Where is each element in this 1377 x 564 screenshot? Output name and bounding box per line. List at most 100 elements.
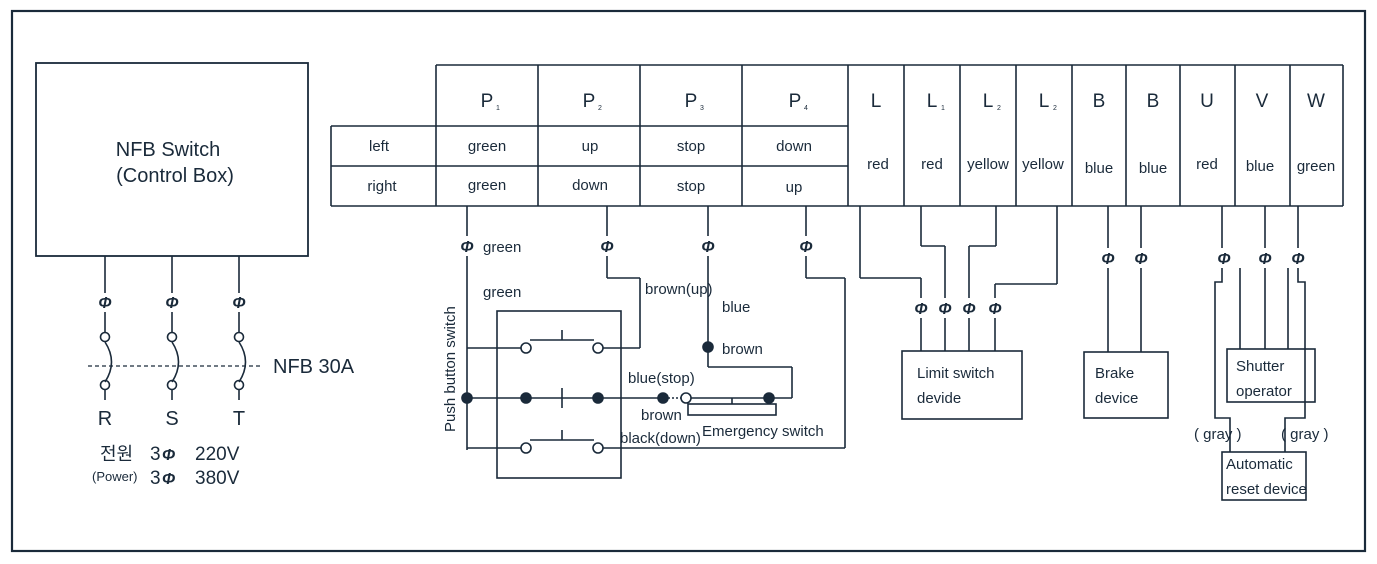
phi-symbol: Φ [98, 295, 111, 312]
power-phi: Φ [162, 447, 175, 464]
phase-lines [88, 256, 262, 400]
wire-label-blue: blue [722, 299, 750, 316]
wire-label-brown: brown [722, 341, 763, 358]
row-label-left: left [369, 138, 390, 155]
phi-symbol: Φ [914, 301, 927, 318]
header-letter: P [481, 91, 494, 112]
header-letter: W [1307, 91, 1325, 112]
power-voltage-220: 220V [195, 444, 240, 465]
cell-l1: red [921, 156, 943, 173]
cell-right-p3: stop [677, 178, 705, 195]
reset-device-label-2: reset device [1226, 481, 1307, 498]
phi-symbol: Φ [600, 239, 613, 256]
cell-l2: yellow [967, 156, 1009, 173]
header-letter: B [1147, 91, 1160, 112]
phi-symbol: Φ [1134, 251, 1147, 268]
power-count: 3 [150, 444, 161, 465]
wire-label-green: green [483, 284, 521, 301]
header-letter: V [1256, 91, 1269, 112]
wire-labels: green green brown(up) blue brown blue(st… [483, 239, 1329, 447]
wire-label-brown-up: brown(up) [645, 281, 713, 298]
nfb-switch-subtitle: (Control Box) [116, 165, 234, 187]
shutter-operator-label-2: operator [1236, 383, 1292, 400]
cell-right-p4: up [786, 179, 803, 196]
header-subscript: 2 [997, 105, 1001, 112]
wire-label-gray: ( gray ) [1194, 426, 1242, 443]
phi-symbol: Φ [232, 295, 245, 312]
phi-markers: Φ Φ Φ Φ Φ Φ Φ Φ Φ Φ Φ Φ Φ Φ Φ Φ [98, 239, 1304, 318]
reset-device-label: Automatic [1226, 456, 1293, 473]
cell-w: green [1297, 158, 1335, 175]
shutter-operator-box [1226, 348, 1316, 403]
phi-symbol: Φ [1217, 251, 1230, 268]
header-letter: P [583, 91, 596, 112]
cell-right-p1: green [468, 177, 506, 194]
phi-symbol: Φ [938, 301, 951, 318]
wire-label-gray: ( gray ) [1281, 426, 1329, 443]
brake-wiring [1107, 206, 1142, 352]
cell-left-p1: green [468, 138, 506, 155]
power-count: 3 [150, 468, 161, 489]
limit-switch-label: Limit switch [917, 365, 995, 382]
brake-device-label: Brake [1095, 365, 1134, 382]
cell-left-p4: down [776, 138, 812, 155]
cell-v: blue [1246, 158, 1274, 175]
shutter-wiring [1214, 206, 1306, 452]
nfb-rating-label: NFB 30A [273, 356, 355, 378]
header-subscript: 3 [700, 105, 704, 112]
phi-symbol: Φ [799, 239, 812, 256]
wire-label-black-down: black(down) [620, 430, 701, 447]
header-subscript: 2 [598, 105, 602, 112]
header-letter: L [983, 91, 994, 112]
cell-b1: blue [1085, 160, 1113, 177]
power-korean-label: 전원 [100, 444, 133, 465]
terminal-table-grid [330, 64, 1344, 207]
wire-label-brown: brown [641, 407, 682, 424]
header-subscript: 4 [804, 105, 808, 112]
phase-s-label: S [165, 408, 178, 430]
phi-symbol: Φ [460, 239, 473, 256]
power-english-label: (Power) [92, 469, 138, 484]
header-letter: P [789, 91, 802, 112]
header-subscript: 2 [1053, 105, 1057, 112]
outer-frame [10, 9, 1367, 553]
phi-symbol: Φ [1101, 251, 1114, 268]
row-label-right: right [367, 178, 397, 195]
push-button-switch-box [496, 310, 622, 479]
table-headers: P 1 P 2 P 3 P 4 L L 1 L 2 L 2 B B U V W [481, 91, 1325, 112]
power-phi: Φ [162, 471, 175, 488]
cell-l2b: yellow [1022, 156, 1064, 173]
header-letter: L [871, 91, 882, 112]
power-voltage-380: 380V [195, 468, 240, 489]
nfb-switch-title: NFB Switch [116, 139, 220, 161]
cell-u: red [1196, 156, 1218, 173]
limit-switch-label-2: devide [917, 390, 961, 407]
phase-t-label: T [233, 408, 245, 430]
shutter-operator-label: Shutter [1236, 358, 1284, 375]
cell-b2: blue [1139, 160, 1167, 177]
cell-left-p3: stop [677, 138, 705, 155]
phi-symbol: Φ [701, 239, 714, 256]
brake-device-box [1083, 351, 1169, 419]
limit-switch-device-box [901, 350, 1023, 420]
phi-symbol: Φ [1258, 251, 1271, 268]
header-subscript: 1 [496, 105, 500, 112]
phi-symbol: Φ [1291, 251, 1304, 268]
phi-symbol: Φ [988, 301, 1001, 318]
cell-right-p2: down [572, 177, 608, 194]
header-subscript: 1 [941, 105, 945, 112]
phi-symbol: Φ [165, 295, 178, 312]
reset-device-box [1221, 451, 1307, 501]
header-letter: L [927, 91, 938, 112]
header-letter: U [1200, 91, 1214, 112]
cell-left-p2: up [582, 138, 599, 155]
wire-label-blue-stop: blue(stop) [628, 370, 695, 387]
table-cells: left right green up stop down green down… [367, 138, 1335, 196]
limit-switch-wiring [859, 206, 1058, 351]
cell-l: red [867, 156, 889, 173]
header-letter: P [685, 91, 698, 112]
phi-symbol: Φ [962, 301, 975, 318]
header-letter: L [1039, 91, 1050, 112]
push-button-switch-label: Push button switch [442, 306, 459, 432]
